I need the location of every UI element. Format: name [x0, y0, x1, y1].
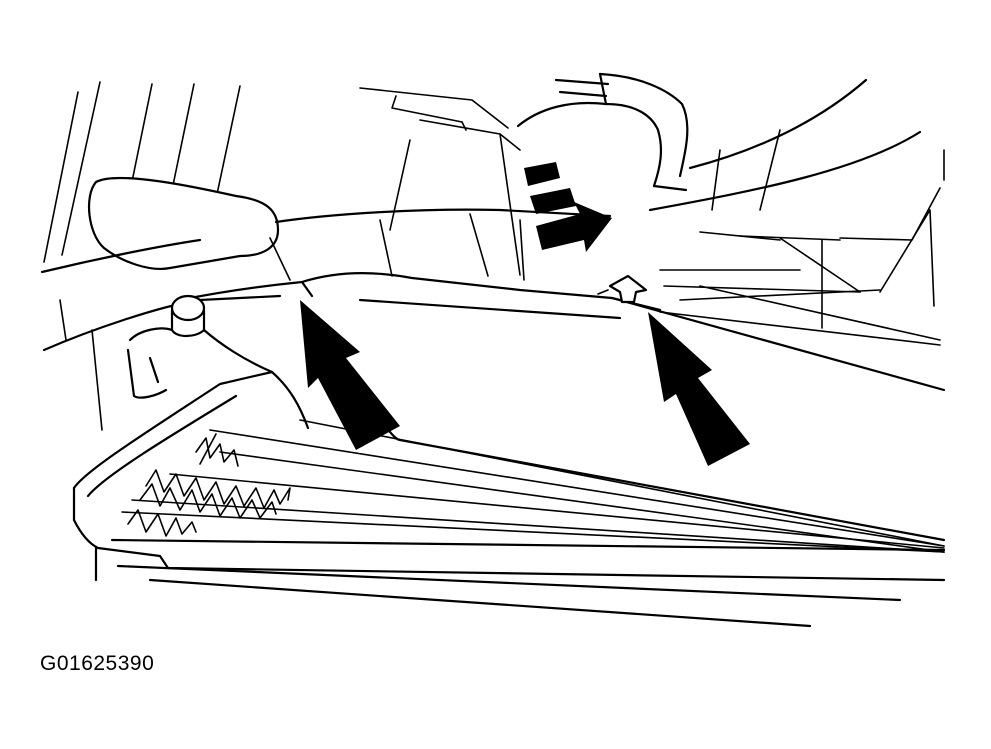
main-panel — [178, 213, 946, 542]
wire-harness — [516, 72, 689, 192]
lower-housing — [72, 370, 946, 628]
background-frame — [43, 81, 241, 431]
arrow-up-left-icon — [648, 312, 750, 466]
arrow-up-left-icon — [300, 300, 400, 450]
left-pin — [126, 294, 274, 399]
right-structure — [648, 78, 945, 346]
figure-code-label: G01625390 — [40, 652, 155, 675]
upper-panel — [359, 87, 521, 276]
filter-pleats — [127, 433, 291, 537]
dashed-arrow-down-right-icon — [524, 162, 612, 252]
retaining-clip — [597, 274, 648, 304]
